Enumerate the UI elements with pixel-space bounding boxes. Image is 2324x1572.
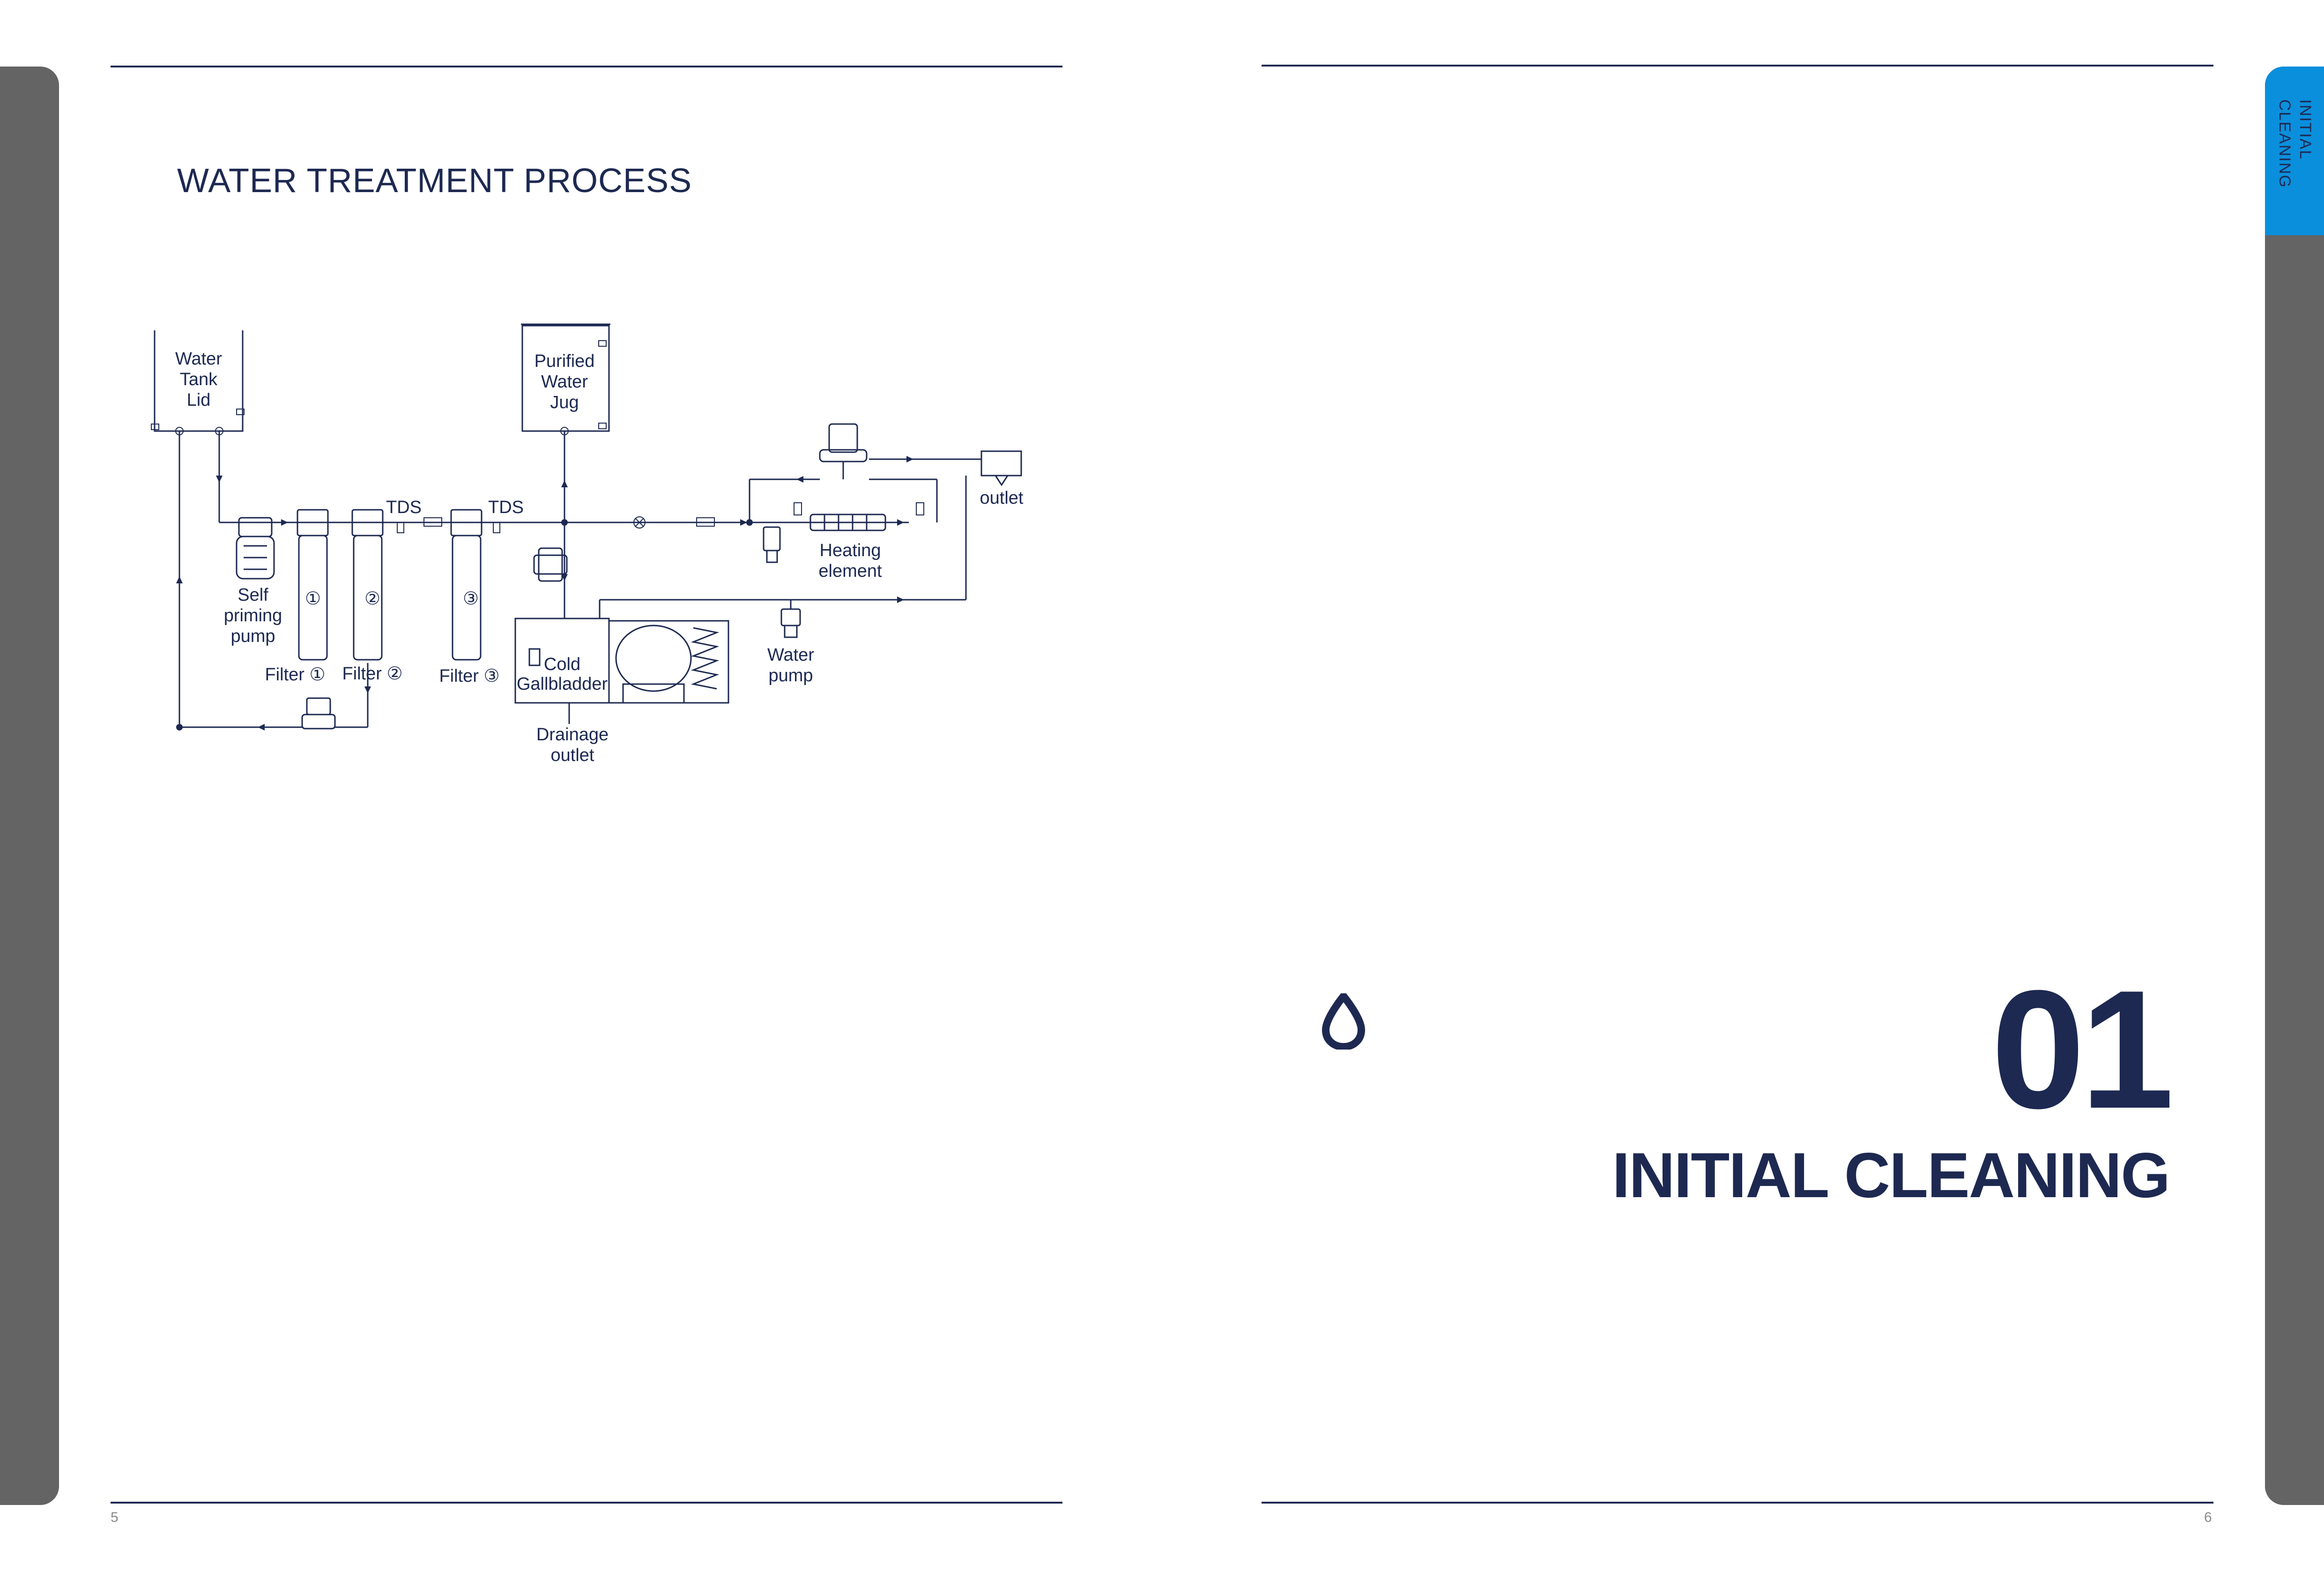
right-page-number: 6 (2204, 1510, 2212, 1525)
self-priming-pump-shape (236, 517, 275, 580)
label-filter-3-number: ③ (463, 589, 479, 609)
label-water-tank-lid-3: Lid (187, 390, 211, 410)
label-filter-1: Filter ① (265, 665, 325, 685)
label-filter-2: Filter ② (342, 664, 402, 684)
label-heating-element-1: Heating (820, 541, 881, 560)
purified-jug-shape (521, 325, 610, 432)
label-tds-2: TDS (488, 498, 524, 517)
label-water-pump-2: pump (768, 666, 813, 685)
page-title: WATER TREATMENT PROCESS (177, 162, 692, 200)
filter-1-body (298, 535, 328, 661)
label-self-priming-pump-3: pump (230, 626, 275, 646)
right-bottom-rule (1262, 1502, 2213, 1504)
label-drainage-outlet-2: outlet (551, 745, 594, 765)
label-water-tank-lid-2: Tank (180, 370, 218, 389)
right-top-rule (1262, 65, 2213, 67)
heating-element-shape (763, 514, 886, 563)
label-filter-1-number: ① (305, 589, 321, 609)
label-tds-1: TDS (386, 498, 422, 517)
section-tab[interactable]: INITIAL CLEANING (2265, 67, 2324, 235)
label-drainage-outlet-1: Drainage (536, 725, 609, 745)
left-page-number: 5 (111, 1510, 119, 1525)
section-tab-label: INITIAL CLEANING (2276, 99, 2314, 188)
label-cold-gallbladder-2: Gallbladder (517, 674, 608, 694)
water-drop-icon (1322, 993, 1366, 1050)
cold-pump-shape (533, 547, 568, 582)
left-side-bar (0, 67, 59, 1505)
water-tank-lid-shape (154, 330, 244, 432)
label-filter-3: Filter ③ (439, 666, 499, 686)
outlet-box (980, 450, 1022, 477)
left-bottom-rule (111, 1502, 1062, 1504)
water-pump-shape (780, 608, 801, 638)
label-purified-jug-3: Jug (550, 393, 579, 412)
label-heating-element-2: element (818, 561, 882, 581)
right-side-bar: INITIAL CLEANING (2265, 67, 2324, 1505)
upper-pump-shape (819, 423, 868, 479)
chapter-title: INITIAL CLEANING (1612, 1140, 2170, 1211)
left-top-rule (111, 66, 1062, 67)
label-self-priming-pump-1: Self (238, 585, 268, 605)
filter-2-body (353, 535, 383, 661)
label-water-tank-lid-1: Water (175, 349, 222, 369)
chapter-number: 01 (1991, 955, 2174, 1144)
label-outlet: outlet (980, 488, 1024, 508)
cold-gallbladder-shape (514, 618, 729, 724)
label-filter-2-number: ② (364, 589, 380, 609)
return-pump-shape (301, 697, 336, 730)
label-purified-jug-2: Water (541, 372, 588, 392)
label-water-pump-1: Water (767, 645, 814, 665)
label-cold-gallbladder-1: Cold (544, 655, 580, 674)
label-purified-jug-1: Purified (535, 351, 595, 371)
filter-3-body (452, 535, 482, 661)
label-self-priming-pump-2: priming (224, 606, 282, 626)
